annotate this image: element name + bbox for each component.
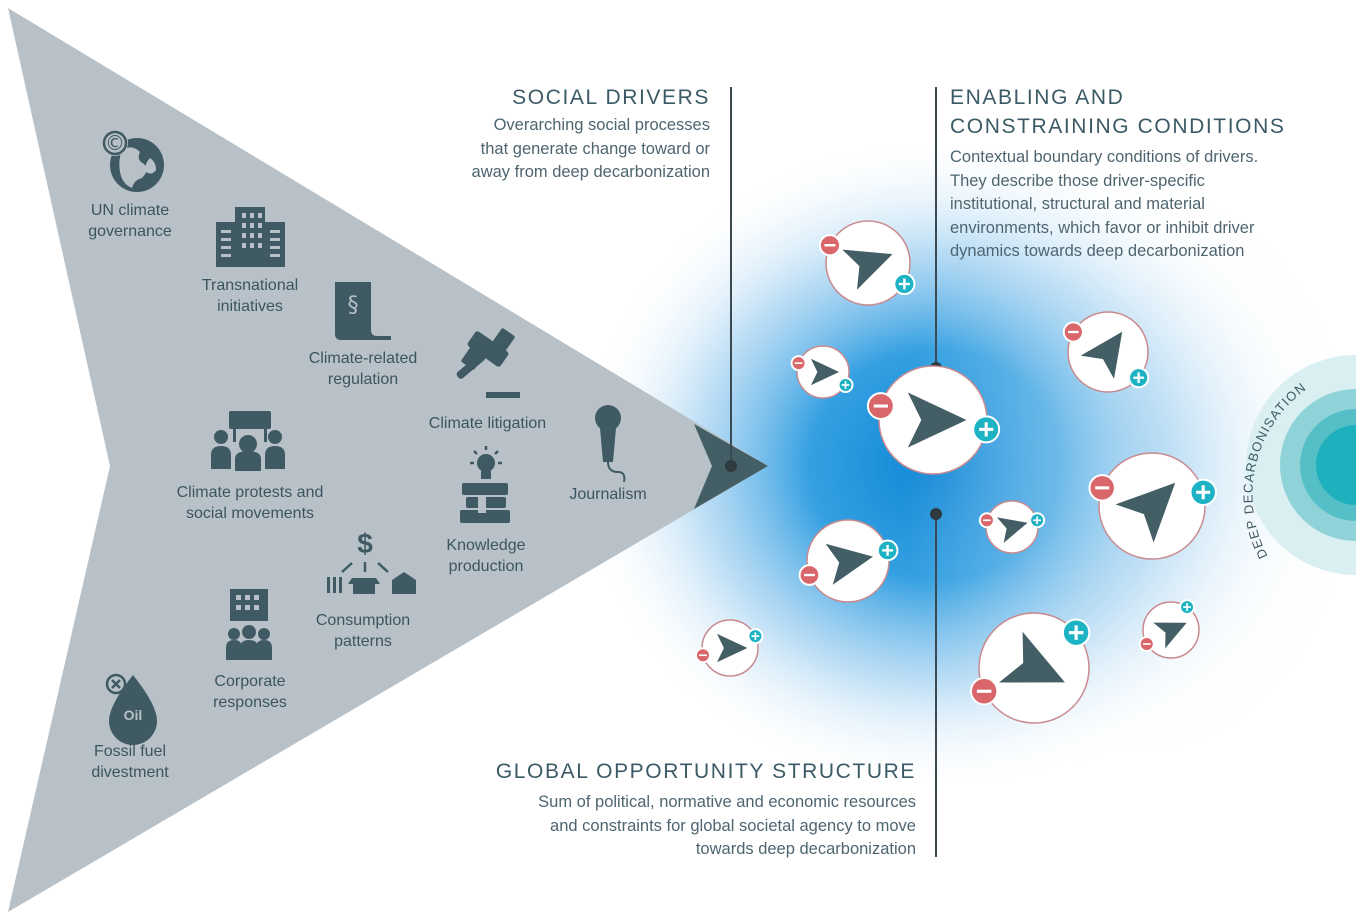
minus-bar [983,519,991,522]
minus-bar [804,573,815,577]
direction-arrow-icon [810,358,840,386]
paragraph-glyph: § [348,293,359,318]
oil-drop-icon: Oil [105,673,157,745]
label-journalism: Journalism [569,486,647,503]
enabling-line-1: Contextual boundary conditions of driver… [950,148,1259,166]
direction-arrow-icon [1153,622,1187,649]
plus-bar-v [1186,603,1188,611]
global-opportunity-line-3: towards deep decarbonization [695,840,916,858]
lightbulb-books-icon [460,446,510,523]
plus-bar-v [984,422,988,437]
label-corporate-responses: Corporate responses [213,673,287,711]
global-opportunity-desc: Sum of political, normative and economic… [416,791,916,862]
direction-arrow-icon [842,249,893,290]
direction-arrow-icon [907,392,967,448]
driver-bubble [1062,311,1150,393]
consumption-icon: $ [327,528,416,594]
gavel-icon [456,328,520,398]
enabling-line-3: institutional, structural and material [950,195,1205,213]
label-consumption-patterns: Consumption patterns [315,612,411,650]
driver-bubble [818,220,916,306]
globe-copyright-icon: © [102,130,164,192]
direction-arrow-icon [717,633,748,663]
plus-bar-v [1137,372,1140,383]
label-climate-litigation: Climate litigation [428,415,547,432]
social-drivers-desc: Overarching social processes that genera… [310,114,710,185]
enabling-title-line-1: ENABLING AND [950,86,1125,109]
driver-bubble [694,619,764,677]
plus-bar-v [844,381,847,389]
microphone-icon [595,405,626,483]
enabling-title: ENABLING AND CONSTRAINING CONDITIONS [950,83,1350,141]
global-opportunity-line-1: Sum of political, normative and economic… [538,793,916,811]
driver-bubble [866,365,1001,475]
direction-arrow-icon [1080,331,1123,379]
social-drivers-dot [725,460,737,472]
label-climate-related-regulation: Climate-related regulation [308,350,418,388]
opportunity-dot [930,508,942,520]
social-drivers-arrow [8,8,768,912]
social-drivers-title: SOCIAL DRIVERS [512,86,710,109]
direction-arrow-icon [999,631,1065,683]
deep-decarbonisation-target [1246,355,1356,575]
enabling-title-line-2: CONSTRAINING CONDITIONS [950,115,1286,138]
enabling-line-5: dynamics towards deep decarbonization [950,242,1245,260]
minus-bar [1068,330,1079,334]
driver-bubble [1138,599,1200,659]
enabling-line-2: They describe those driver-specific [950,171,1205,190]
copyright-glyph: © [105,131,125,155]
driver-bubble [969,612,1091,724]
minus-bar [699,654,707,657]
minus-bar [1095,486,1110,490]
protest-group-icon [211,411,285,471]
driver-bubble [790,345,854,399]
plus-bar-v [1074,625,1078,640]
plus-bar-v [903,278,906,290]
minus-bar [976,689,992,693]
dollar-glyph: $ [357,528,373,559]
social-drivers-line-2: that generate change toward or [480,139,710,158]
social-drivers-line-3: away from deep decarbonization [471,163,710,181]
label-un-climate-governance: UN climate governance [88,202,172,240]
social-drivers-line-1: Overarching social processes [493,116,710,134]
driver-bubbles [694,220,1217,724]
enabling-desc: Contextual boundary conditions of driver… [950,146,1350,264]
minus-bar [794,362,803,364]
global-opportunity-title: GLOBAL OPPORTUNITY STRUCTURE [495,760,916,783]
driver-bubble [798,519,899,603]
paragraph-document-icon: § [335,282,391,340]
plus-bar-v [1201,485,1205,500]
driver-bubble [978,500,1046,554]
label-fossil-fuel-divestment: Fossil fuel divestment [91,743,169,781]
label-climate-protests: Climate protests and social movements [176,484,324,522]
enabling-line-4: environments, which favor or inhibit dri… [950,218,1255,237]
corporate-building-icon [226,589,272,660]
buildings-icon [216,207,285,267]
driver-bubble [1088,452,1217,560]
plus-bar-v [1036,516,1038,525]
global-opportunity-line-2: and constraints for global societal agen… [550,816,916,835]
direction-arrow-icon [996,517,1028,543]
label-transnational-initiatives: Transnational initiatives [201,277,299,315]
plus-bar-v [886,544,889,556]
label-knowledge-production: Knowledge production [446,537,526,575]
direction-arrow-icon [1115,482,1176,543]
minus-bar [873,404,888,408]
minus-bar [824,244,836,247]
minus-bar [1142,643,1151,645]
plus-bar-v [754,632,757,641]
direction-arrow-icon [825,543,873,585]
oil-glyph: Oil [124,707,143,723]
